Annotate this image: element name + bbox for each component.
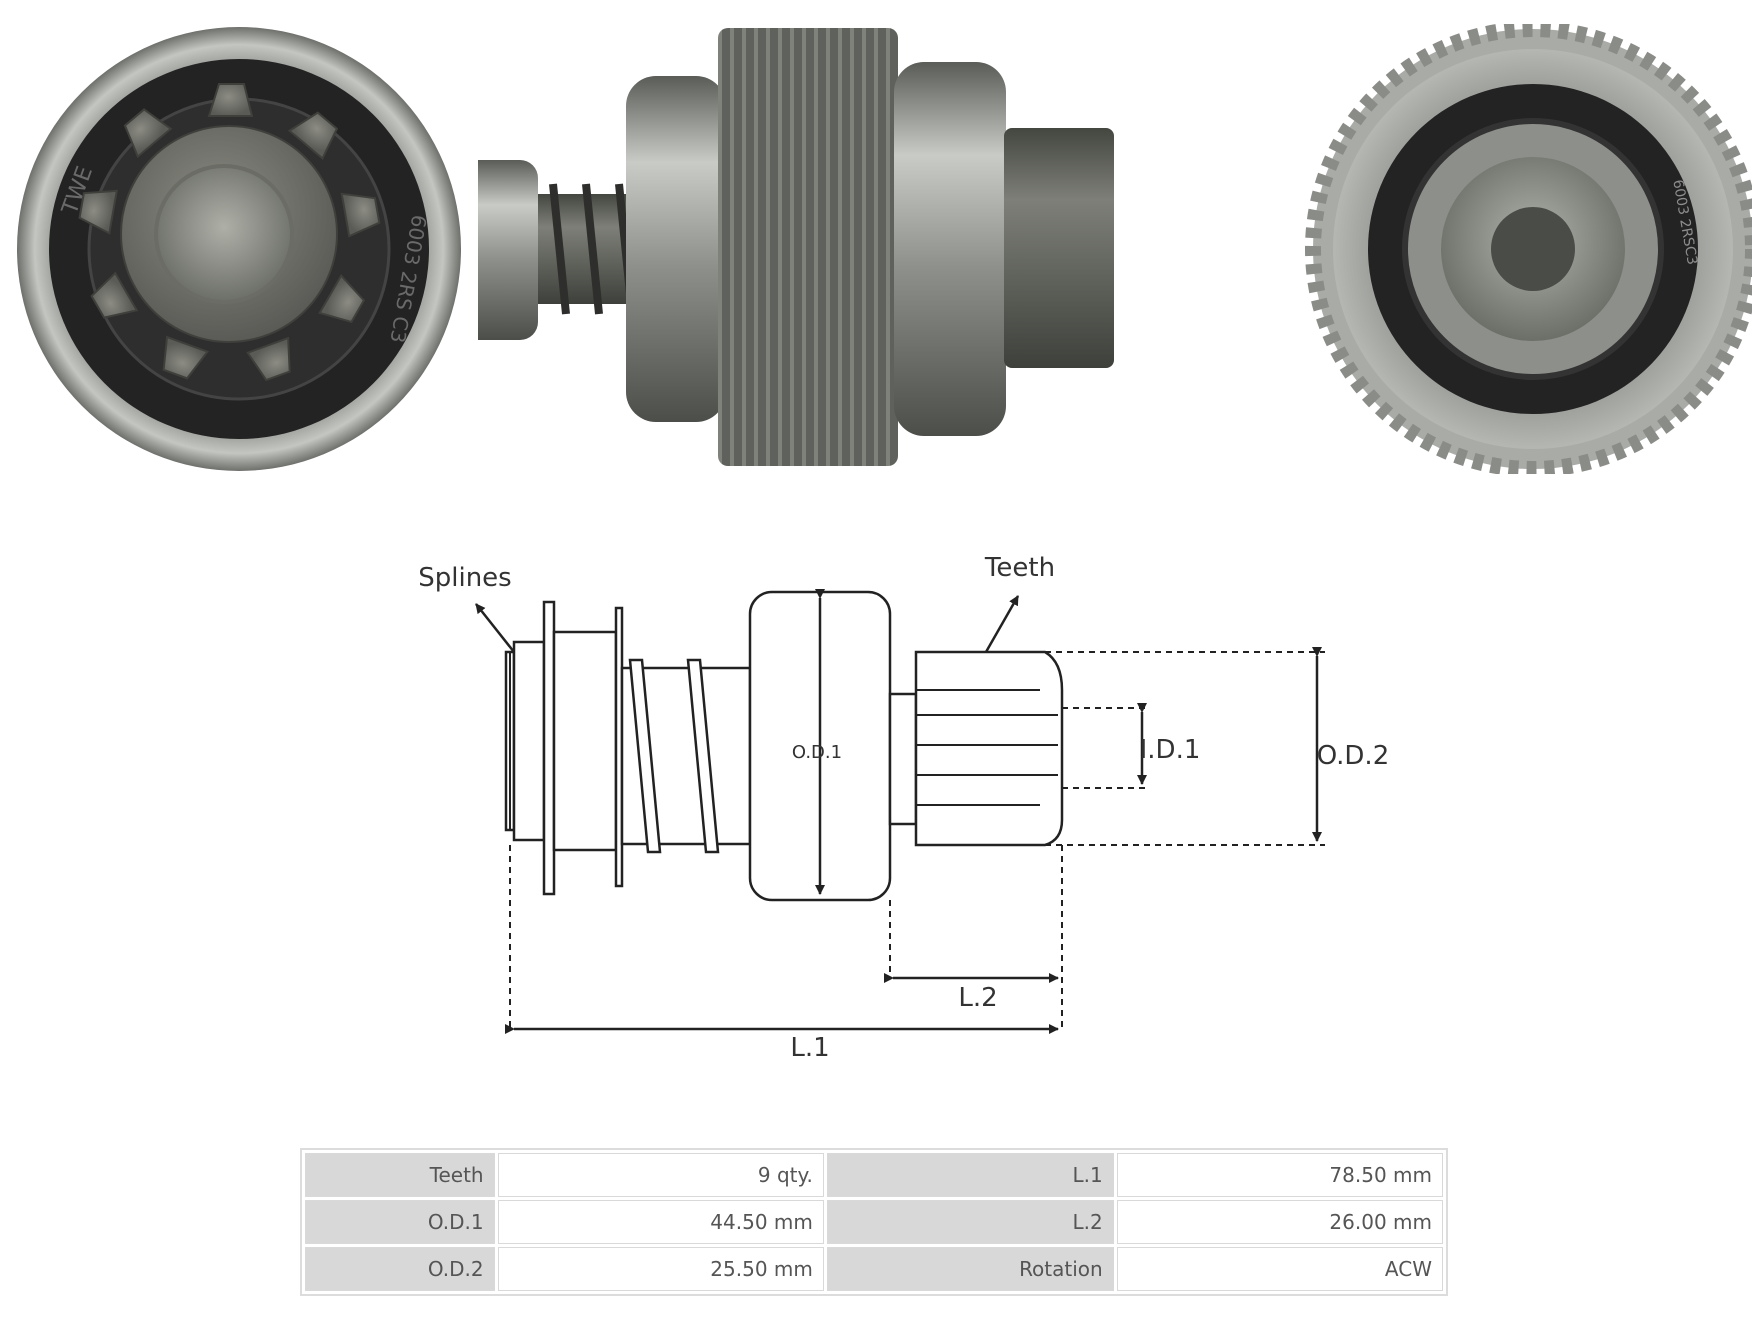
rotation-label-cell: Rotation bbox=[826, 1247, 1114, 1291]
od2-value-cell: 25.50 mm bbox=[497, 1247, 824, 1291]
table-row: Teeth 9 qty. L.1 78.50 mm bbox=[305, 1153, 1443, 1197]
drive-flange-left bbox=[512, 640, 546, 842]
bearing-left bbox=[626, 76, 726, 422]
shaft-neck bbox=[888, 692, 918, 826]
spring-shaft bbox=[538, 194, 628, 304]
flange-disc bbox=[542, 600, 556, 896]
rear-view-photo: 6003 2RSC3 bbox=[1305, 24, 1752, 474]
dimension-diagram: Splines Teeth O.D.1 I.D.1 O.D.2 L.2 L.1 bbox=[418, 553, 1390, 1063]
l1-label-cell: L.1 bbox=[826, 1153, 1114, 1197]
rotation-value-cell: ACW bbox=[1116, 1247, 1443, 1291]
od2-label: O.D.2 bbox=[1317, 741, 1390, 771]
teeth-label: Teeth bbox=[984, 553, 1055, 583]
spline-collar bbox=[478, 160, 538, 340]
od1-label-cell: O.D.1 bbox=[305, 1200, 495, 1244]
drive-hub bbox=[552, 630, 618, 852]
l1-value-cell: 78.50 mm bbox=[1116, 1153, 1443, 1197]
ring-gear bbox=[718, 28, 898, 466]
pinion-gear bbox=[76, 83, 382, 384]
bearing-right bbox=[894, 62, 1006, 436]
table-row: O.D.1 44.50 mm L.2 26.00 mm bbox=[305, 1200, 1443, 1244]
side-view-photo bbox=[478, 28, 1114, 466]
spring-coil-2 bbox=[686, 658, 720, 854]
splines-label: Splines bbox=[418, 563, 511, 593]
l2-label-cell: L.2 bbox=[826, 1200, 1114, 1244]
od1-label: O.D.1 bbox=[792, 742, 842, 763]
l1-label: L.1 bbox=[790, 1033, 829, 1063]
teeth-value-cell: 9 qty. bbox=[497, 1153, 824, 1197]
spring-coil-1 bbox=[628, 658, 662, 854]
teeth-label-cell: Teeth bbox=[305, 1153, 495, 1197]
l2-label: L.2 bbox=[958, 983, 997, 1013]
id1-label: I.D.1 bbox=[1140, 735, 1201, 765]
od1-value-cell: 44.50 mm bbox=[497, 1200, 824, 1244]
pinion-side bbox=[1004, 128, 1114, 368]
table-row: O.D.2 25.50 mm Rotation ACW bbox=[305, 1247, 1443, 1291]
l2-value-cell: 26.00 mm bbox=[1116, 1200, 1443, 1244]
front-view-photo: TWE 6003 2RS C3 bbox=[17, 27, 461, 471]
spec-table: Teeth 9 qty. L.1 78.50 mm O.D.1 44.50 mm… bbox=[300, 1148, 1448, 1296]
od2-label-cell: O.D.2 bbox=[305, 1247, 495, 1291]
pinion-teeth-outline bbox=[914, 650, 1064, 847]
